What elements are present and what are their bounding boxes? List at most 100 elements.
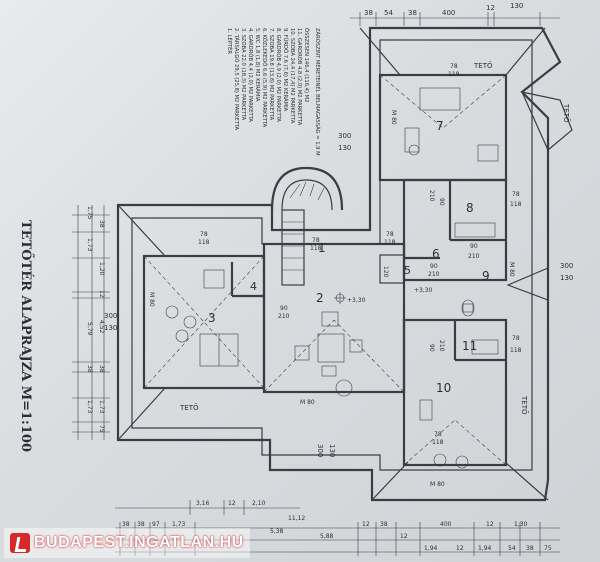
dimension-label: 78 xyxy=(312,237,320,244)
dimension-label: 118 xyxy=(448,71,460,78)
dim-left: 1,73 xyxy=(86,400,93,414)
dim-bottom: 5,88 xyxy=(320,533,334,540)
dimension-label: 118 xyxy=(198,239,210,246)
drawing-title: TETŐTÉR ALAPRAJZA M=1:100 xyxy=(18,220,34,452)
legend-line: 2. TÁRSALGÓ 29,5 (25,8) M2 PARKETTA xyxy=(233,28,240,130)
dim-bottom: 38 xyxy=(137,521,145,528)
dim-bottom: 3,16 xyxy=(196,500,210,507)
dim-left: 1,20 xyxy=(98,262,105,276)
dim-bottom: 12 xyxy=(400,533,408,540)
furniture xyxy=(165,87,499,469)
legend-line: 3. SZOBA 22,0 (18,3) M2 PARKETTA xyxy=(240,28,246,121)
dim-left: 1,73 xyxy=(98,400,105,414)
dim-bottom: 1,73 xyxy=(172,521,186,528)
room-number: 10 xyxy=(436,381,451,395)
dim-bottom: 1,30 xyxy=(514,521,528,528)
room-legend: 1. LÉPTÉR 2. TÁRSALGÓ 29,5 (25,8) M2 PAR… xyxy=(226,28,322,156)
dim-left: 1,75 xyxy=(86,206,93,220)
dim-bottom: 38 xyxy=(526,545,534,552)
legend-line: 10. SZOBA 24,4 (17,4) M2 PARKETTA xyxy=(289,28,295,124)
dimension-label: 210 xyxy=(468,253,480,260)
room-number: 9 xyxy=(482,269,490,283)
legend-line: ÖSSZESEN 146,4 (116,4) M2 xyxy=(303,28,310,102)
room-number: 3 xyxy=(208,311,216,325)
dim-bottom: 2,10 xyxy=(252,500,266,507)
window-label: M 80 xyxy=(430,481,445,488)
room-number: 5 xyxy=(404,264,411,277)
dimension-label: 210 xyxy=(428,190,435,202)
dimension-label: 118 xyxy=(510,347,522,354)
dim-bottom: 1,94 xyxy=(424,545,438,552)
dim-left: 12 xyxy=(98,290,105,298)
title-text: TETŐTÉR ALAPRAJZA M=1:100 xyxy=(18,220,34,452)
dimension-label: 210 xyxy=(428,271,440,278)
dim-top: 38 xyxy=(364,9,373,17)
plan-annotations: TETŐ TETŐ TETŐ TETŐ M 80 M 80 M 80 M 80 … xyxy=(104,61,573,488)
dim-bottom: 12 xyxy=(486,521,494,528)
room-number: 1 xyxy=(318,241,326,255)
legend-line: 9. FÜRDŐ 7,6 (7,6) M2 KERÁMIA xyxy=(282,28,289,112)
dim-bottom: 12 xyxy=(456,545,464,552)
dim-bottom: 38 xyxy=(380,521,388,528)
legend-line: ZÁRÓSZINT MÉRETEINÉL BELMAGASSÁG = 1,9 M xyxy=(314,28,322,156)
room-numbers: 1 2 3 4 5 6 7 8 9 10 11 xyxy=(208,119,490,395)
dim-left: 1,73 xyxy=(86,238,93,252)
dimension-label: 90 xyxy=(438,198,445,206)
legend-line: 6. KÖZLEKEDŐ 6,6 (5,9) M2 PARKETTA xyxy=(261,28,268,128)
level-mark: +3,30 xyxy=(414,287,433,294)
dim-bottom: 1,94 xyxy=(478,545,492,552)
room-number: 11 xyxy=(462,339,477,353)
roof-label: TETŐ xyxy=(520,395,529,415)
dimension-label: 118 xyxy=(310,245,322,252)
dimension-label: 78 xyxy=(512,335,520,342)
dimension-label: 90 xyxy=(280,305,288,312)
dimension-label: 78 xyxy=(200,231,208,238)
dimension-label: 78 xyxy=(434,431,442,438)
room-number: 2 xyxy=(316,291,324,305)
legend-line: 11. GARDRÓB 4,8 (2,0) M2 PARKETTA xyxy=(296,28,303,126)
dimension-label: 78 xyxy=(386,231,394,238)
window-label: M 80 xyxy=(300,399,315,406)
dim-top: 400 xyxy=(442,9,455,17)
dimension-label: 118 xyxy=(384,239,396,246)
dim-top: 130 xyxy=(510,2,523,10)
legend-line: 8. GARDRÓB 4,9 (2,0) M2 PARKETTA xyxy=(275,28,282,122)
dim-top: 12 xyxy=(486,4,495,12)
dim-top: 38 xyxy=(408,9,417,17)
room-number: 7 xyxy=(436,119,444,133)
stair-tower xyxy=(270,166,344,286)
legend-line: 4. GARDRÓB 4,4 (2,0) M2 PARKETTA xyxy=(247,28,254,122)
dim-left: 4,52 xyxy=(98,320,105,334)
dim-bottom: 97 xyxy=(152,521,160,528)
dim-bottom: 5,38 xyxy=(270,528,284,535)
left-dimension-chain: 1,75 38 1,73 1,20 12 4,52 5,79 38 38 1,7… xyxy=(72,205,110,440)
roof-label: TETŐ xyxy=(473,61,493,70)
room-number: 4 xyxy=(250,280,257,293)
watermark: BUDAPEST.INGATLAN.HU xyxy=(4,528,250,558)
dimension-label: 300 xyxy=(104,312,117,320)
dim-bottom: 11,12 xyxy=(288,515,305,522)
top-dimension-chain: 38 54 38 400 12 130 xyxy=(350,2,560,26)
dimension-label: 120 xyxy=(382,266,389,278)
window-label: M 80 xyxy=(148,292,155,307)
dimension-label: 78 xyxy=(512,191,520,198)
dimension-label: 210 xyxy=(278,313,290,320)
bottom-dimension-chain: 3,16 12 2,10 11,12 38 38 97 1,73 5,38 12… xyxy=(115,500,560,556)
watermark-text: BUDAPEST.INGATLAN.HU xyxy=(34,534,244,551)
dim-left: 5,79 xyxy=(86,322,93,336)
dimension-label: 130 xyxy=(338,144,351,152)
dimension-label: 90 xyxy=(430,263,438,270)
roof-label: TETŐ xyxy=(179,403,199,412)
dim-bottom: 54 xyxy=(508,545,516,552)
house-logo-icon xyxy=(10,533,30,553)
dimension-label: 300 xyxy=(338,132,351,140)
dim-left: 75 xyxy=(98,425,105,433)
dimension-label: 118 xyxy=(510,201,522,208)
dimension-label: 130 xyxy=(560,274,573,282)
dimension-label: 210 xyxy=(438,340,445,352)
room-number: 6 xyxy=(432,247,440,261)
dim-top: 54 xyxy=(384,9,393,17)
dim-bottom: 400 xyxy=(440,521,452,528)
